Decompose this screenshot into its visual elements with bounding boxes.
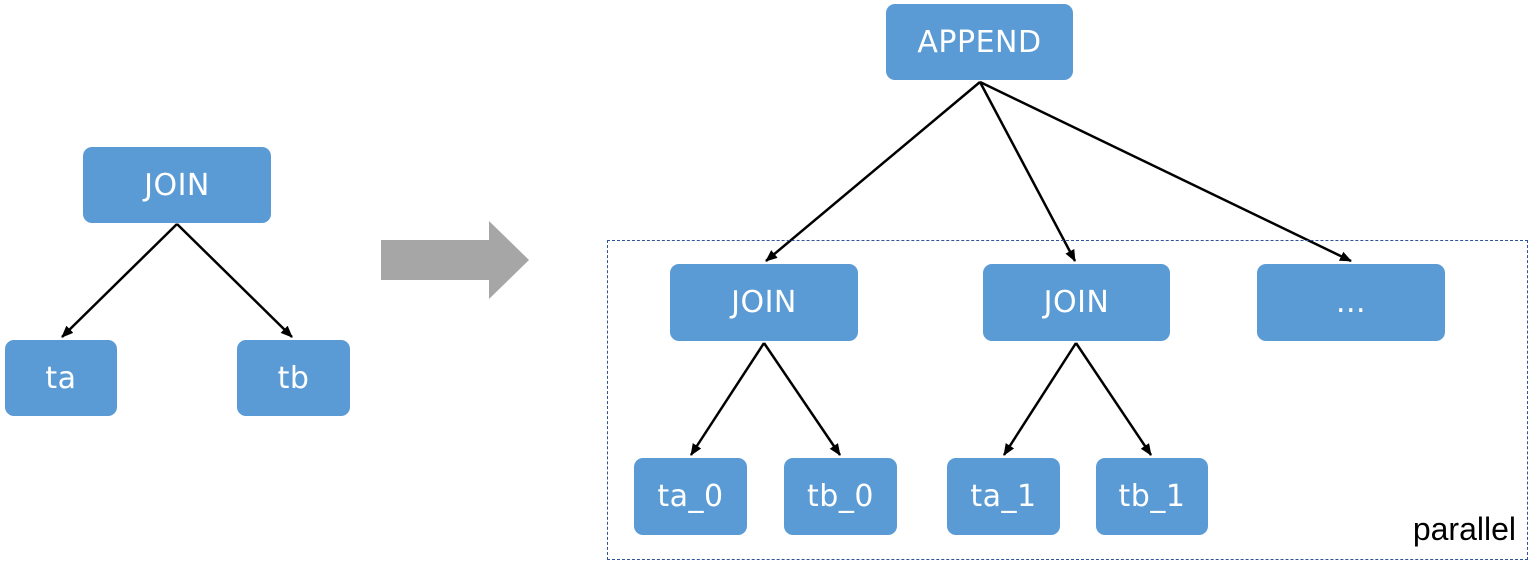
edge-append-to-more <box>979 80 1352 263</box>
edge-join-1-to-tb1 <box>1074 342 1153 456</box>
append-node: APPEND <box>886 4 1073 80</box>
left-join-node: JOIN <box>83 147 271 223</box>
parallel-group-box <box>607 240 1528 560</box>
transform-arrow-icon <box>381 221 529 299</box>
parallel-group-label: parallel <box>1412 511 1516 547</box>
edge-join-0-to-tb0 <box>762 342 842 456</box>
edge-join-to-tb <box>176 223 293 338</box>
ta1-node: ta_1 <box>947 458 1060 535</box>
left-tb-node: tb <box>237 340 350 416</box>
edge-join-to-ta <box>61 223 178 338</box>
edge-append-to-join-1 <box>978 81 1077 262</box>
edge-join-0-to-ta0 <box>689 342 766 456</box>
edge-append-to-join-0 <box>765 81 981 262</box>
edge-join-1-to-ta1 <box>1002 342 1078 456</box>
join-0-node: JOIN <box>670 264 858 341</box>
ta0-node: ta_0 <box>634 458 747 535</box>
left-ta-node: ta <box>5 340 117 416</box>
join-1-node: JOIN <box>983 264 1170 341</box>
more-node: ... <box>1257 264 1445 341</box>
tb1-node: tb_1 <box>1096 458 1208 535</box>
tb0-node: tb_0 <box>784 458 897 535</box>
